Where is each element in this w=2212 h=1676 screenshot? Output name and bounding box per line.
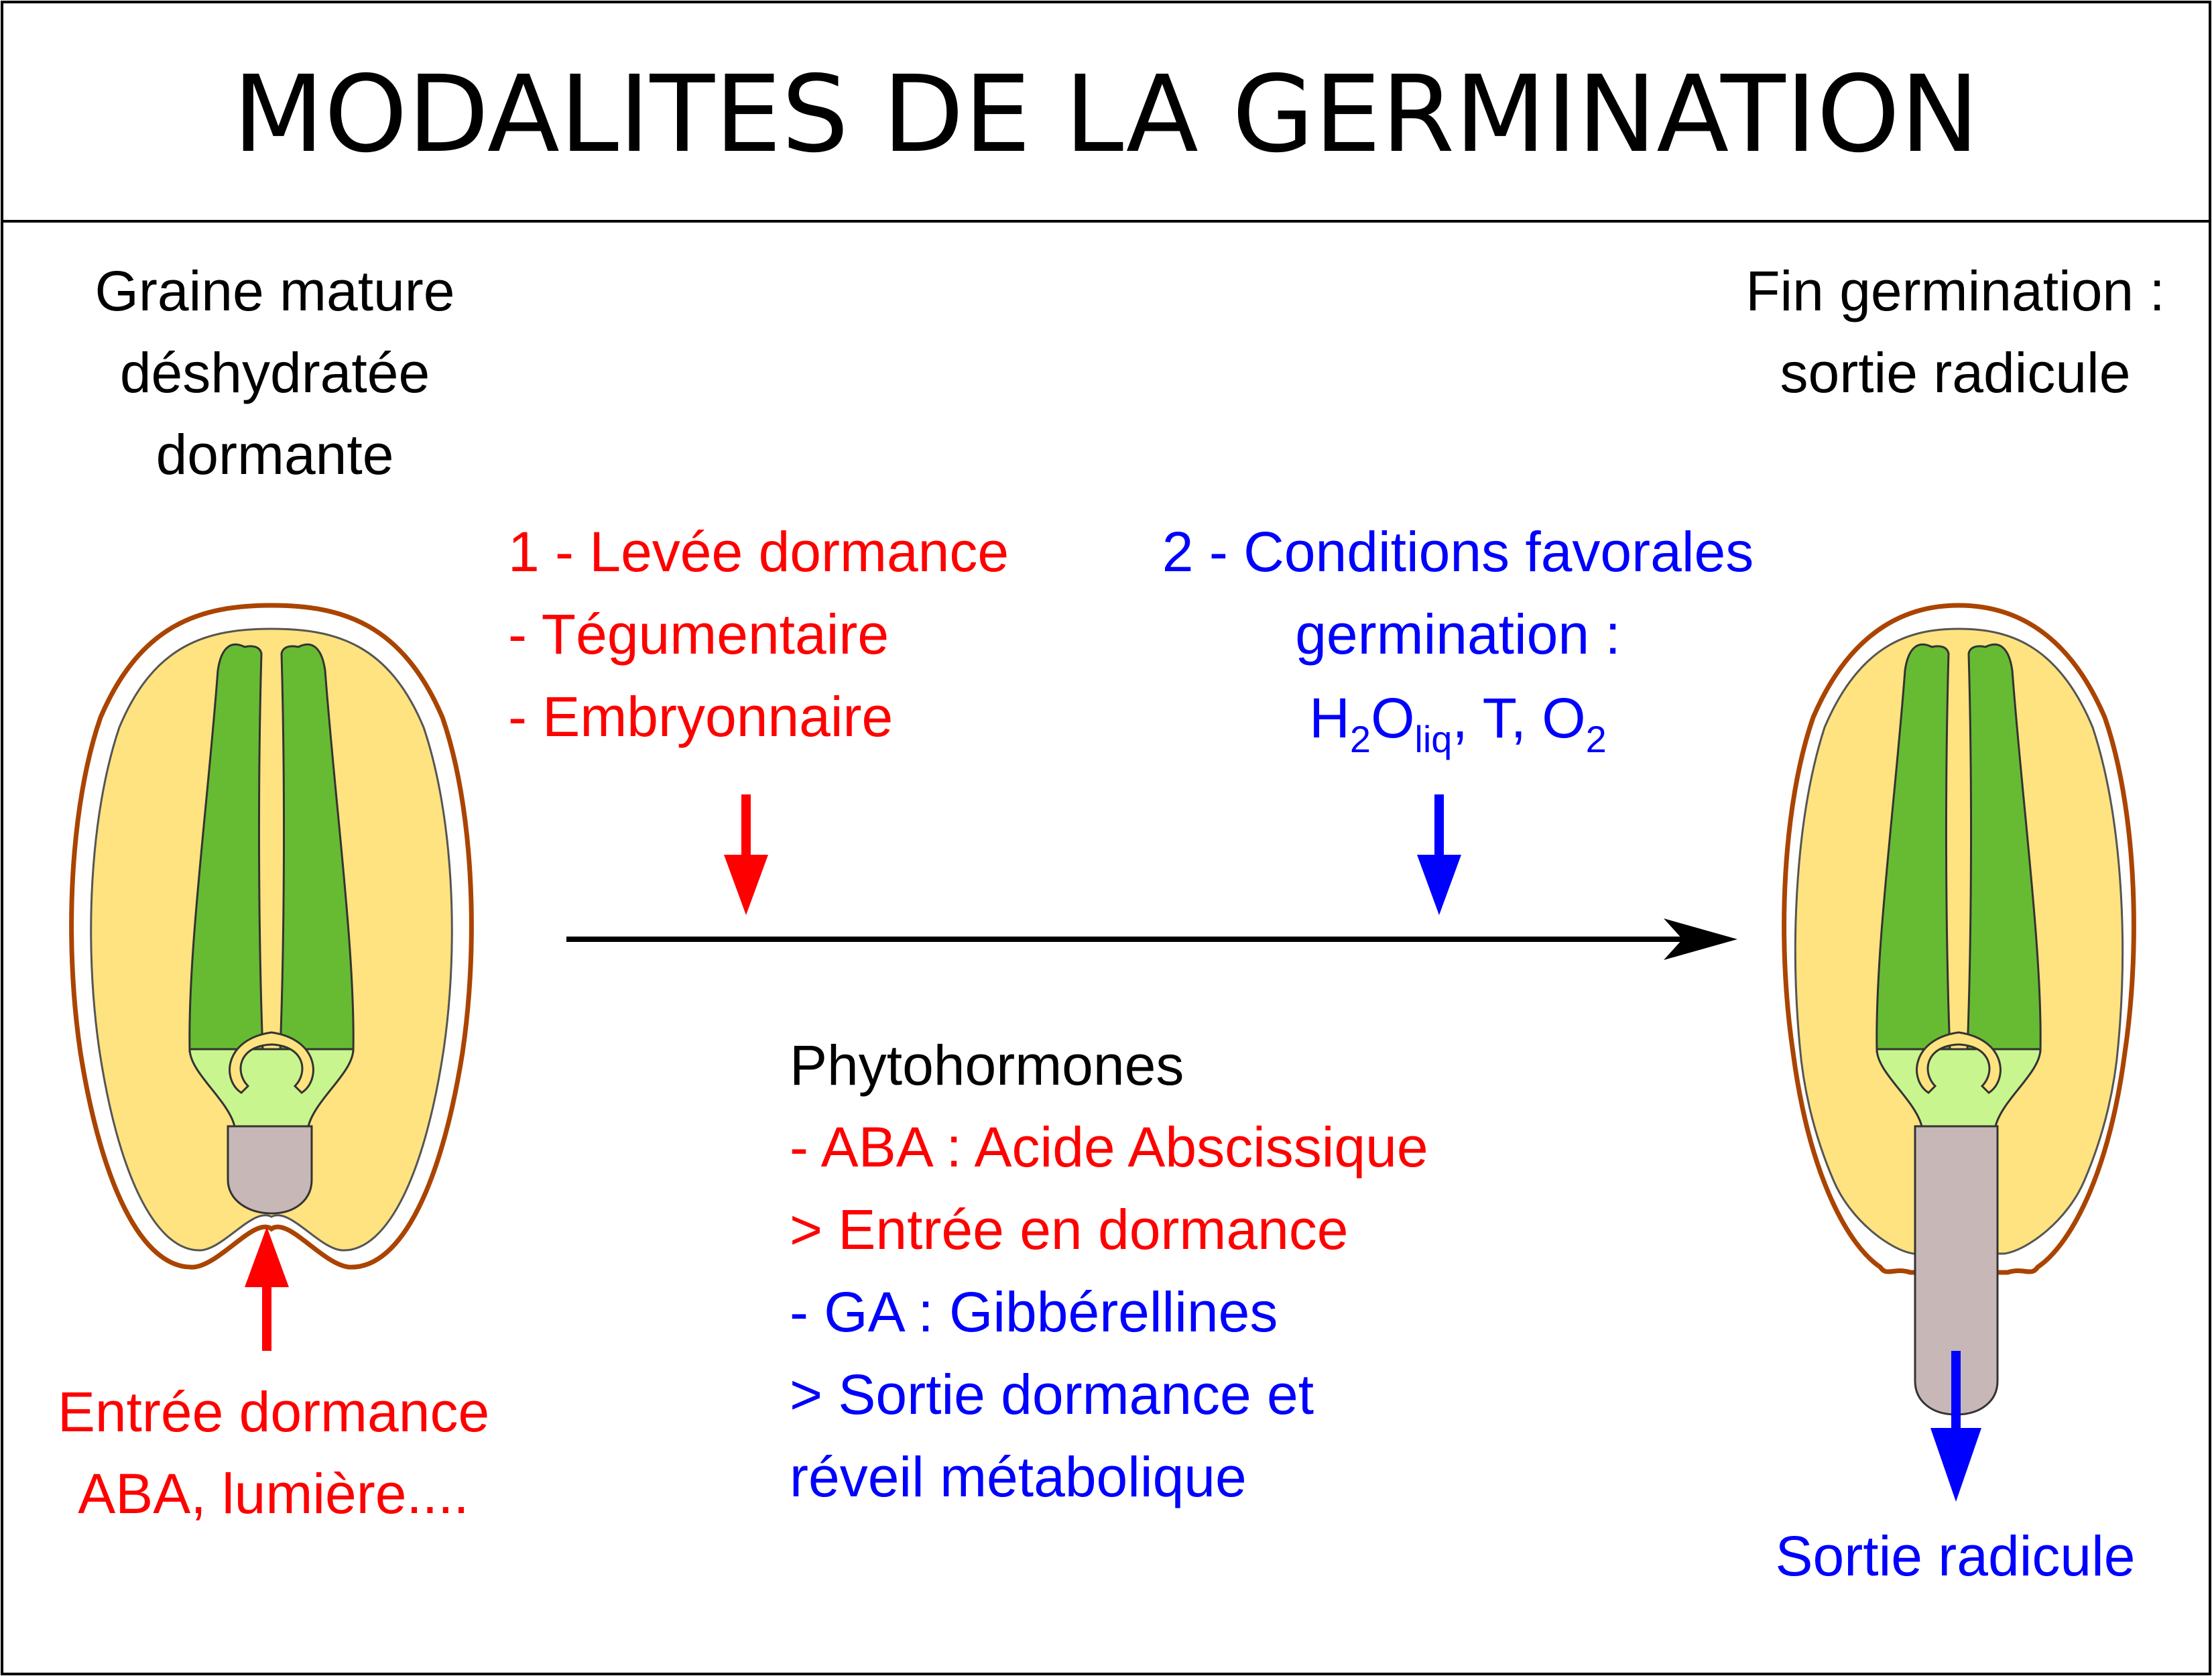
step2-heading: 2 - Conditions favorales [1162, 520, 1754, 583]
germinated-seed [1782, 603, 2136, 1416]
right-seed-caption: Fin germination : sortie radicule [1745, 259, 2165, 404]
step1-heading: 1 - Levée dormance [508, 520, 1009, 583]
phytohormone-aba-effect: > Entrée en dormance [790, 1198, 1349, 1261]
dormancy-entry-line-1: Entrée dormance [58, 1380, 489, 1443]
left-seed-caption-line-2: déshydratée [120, 341, 430, 404]
right-seed-endosperm [1794, 627, 2124, 1255]
left-seed-apical-hook [229, 1031, 314, 1094]
phytohormone-ga-effect-2: réveil métabolique [790, 1445, 1247, 1508]
step1-item-tegumentary: - Tégumentaire [508, 603, 889, 666]
step2-down-arrow [1417, 794, 1461, 915]
step1-down-arrow [724, 794, 768, 915]
step2-favorable-conditions: 2 - Conditions favorales germination : H… [1162, 520, 1754, 760]
radicle-exit-down-arrow [1930, 1351, 1981, 1502]
phytohormones-heading: Phytohormones [790, 1034, 1184, 1097]
left-seed-caption-line-1: Graine mature [95, 259, 455, 322]
right-seed-caption-line-1: Fin germination : [1745, 259, 2165, 322]
step1-item-embryonic: - Embryonnaire [508, 685, 893, 748]
dormant-seed [69, 603, 474, 1270]
phytohormone-ga: - GA : Gibbérellines [790, 1280, 1278, 1343]
right-seed-caption-line-2: sortie radicule [1780, 341, 2131, 404]
left-seed-radicle [227, 1125, 313, 1215]
phytohormone-aba: - ABA : Acide Abscissique [790, 1116, 1428, 1179]
dormancy-entry-up-arrow [245, 1227, 289, 1351]
step2-conditions: H2Oliq, T, O2 [1309, 686, 1607, 760]
left-seed-endosperm [90, 627, 453, 1252]
timeline-arrowhead [1664, 918, 1737, 960]
step2-subheading: germination : [1295, 603, 1621, 666]
germination-timeline-arrow [566, 918, 1737, 960]
phytohormone-ga-effect-1: > Sortie dormance et [790, 1363, 1314, 1426]
right-seed-apical-hook [1916, 1031, 2002, 1094]
radicle-exit-label: Sortie radicule [1776, 1524, 2136, 1588]
dormancy-entry-line-2: ABA, lumière.... [78, 1462, 469, 1525]
phytohormones-block: Phytohormones - ABA : Acide Abscissique … [790, 1034, 1428, 1508]
dormancy-entry-caption: Entrée dormance ABA, lumière.... [58, 1380, 489, 1525]
step1-dormancy-release: 1 - Levée dormance - Tégumentaire - Embr… [508, 520, 1009, 748]
left-seed-caption: Graine mature déshydratée dormante [95, 259, 455, 486]
left-seed-caption-line-3: dormante [156, 423, 394, 486]
page-title: MODALITES DE LA GERMINATION [233, 53, 1979, 176]
